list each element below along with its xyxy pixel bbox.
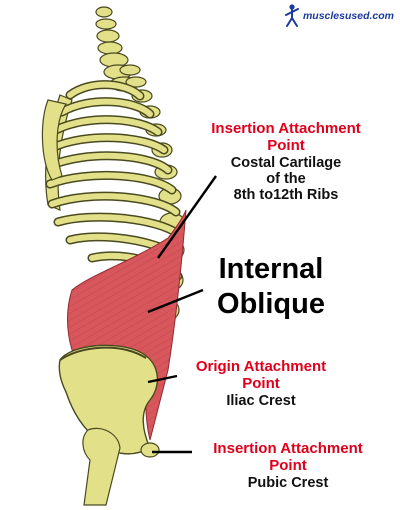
leader-lines xyxy=(147,175,217,454)
insertion-upper-pointer xyxy=(157,175,217,259)
insertion-lower-detail-1: Pubic Crest xyxy=(247,474,329,491)
pubic-bone xyxy=(140,442,160,458)
iliac-crest xyxy=(59,346,147,361)
insertion-upper-label: Insertion Attachment Point Costal Cartil… xyxy=(186,120,386,204)
insertion-upper-heading-1: Insertion Attachment xyxy=(211,120,361,137)
insertion-lower-heading-2: Point xyxy=(269,456,307,474)
muscle-name: Internal Oblique xyxy=(196,252,346,322)
insertion-upper-detail-2: of the xyxy=(266,170,306,187)
insertion-upper-detail-1: Costal Cartilage xyxy=(230,154,342,171)
origin-label: Origin Attachment Point Iliac Crest xyxy=(176,358,346,409)
origin-heading-1: Origin Attachment xyxy=(195,358,327,375)
logo-text: musclesused.com xyxy=(302,10,394,22)
origin-pointer xyxy=(147,374,178,384)
scapula xyxy=(41,99,67,181)
site-logo[interactable]: musclesused.com xyxy=(284,4,394,28)
running-figure-icon xyxy=(284,4,299,27)
muscle-name-line-2: Oblique xyxy=(217,287,325,320)
insertion-lower-label: Insertion Attachment Point Pubic Crest xyxy=(188,440,388,491)
femur xyxy=(82,427,121,506)
insertion-upper-detail-3: 8th to12th Ribs xyxy=(233,187,339,204)
muscle-name-line-1: Internal xyxy=(218,253,324,285)
origin-detail-1: Iliac Crest xyxy=(226,392,296,409)
muscle-name-pointer xyxy=(147,288,204,314)
insertion-upper-heading-2: Point xyxy=(267,136,305,154)
origin-heading-2: Point xyxy=(242,374,280,392)
insertion-lower-heading-1: Insertion Attachment xyxy=(213,440,363,457)
